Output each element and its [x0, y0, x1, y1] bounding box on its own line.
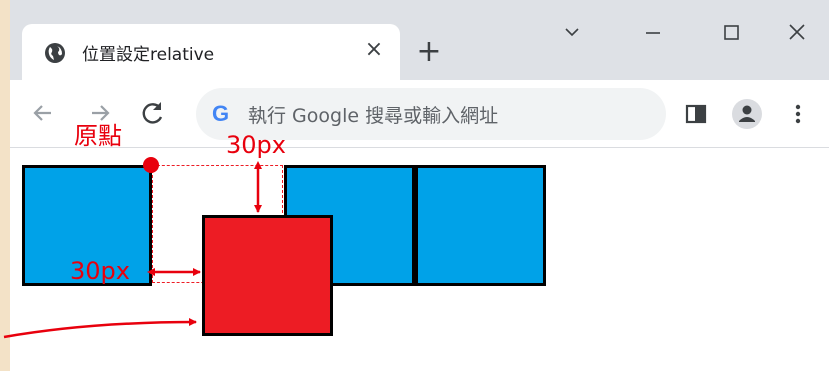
tab-close-icon[interactable]: ×	[364, 37, 384, 62]
address-bar[interactable]: G 執行 Google 搜尋或輸入網址	[196, 88, 666, 140]
page-content	[10, 149, 829, 371]
minimize-icon[interactable]	[633, 16, 673, 50]
more-menu-icon[interactable]	[781, 97, 815, 131]
side-panel-icon[interactable]	[679, 97, 713, 131]
browser-toolbar: G 執行 Google 搜尋或輸入網址	[10, 80, 829, 148]
offset-left-label: 30px	[70, 257, 130, 285]
blue-box-1	[22, 165, 152, 286]
red-relative-box	[202, 215, 333, 336]
close-icon[interactable]	[777, 16, 817, 50]
offset-top-label: 30px	[226, 131, 286, 159]
address-bar-placeholder: 執行 Google 搜尋或輸入網址	[248, 105, 499, 127]
tab-title: 位置設定relative	[82, 45, 215, 65]
pointer-arrow	[3, 318, 197, 339]
google-g-icon: G	[212, 101, 230, 126]
chevron-down-icon[interactable]	[552, 16, 592, 50]
back-arrow-icon[interactable]	[26, 96, 60, 130]
maximize-icon[interactable]	[711, 16, 751, 50]
tab-active[interactable]: 位置設定relative ×	[22, 24, 400, 80]
new-tab-button[interactable]: +	[416, 34, 442, 69]
reload-icon[interactable]	[136, 96, 170, 130]
globe-icon	[44, 42, 66, 64]
profile-avatar-icon[interactable]	[730, 97, 764, 131]
tab-strip: 位置設定relative × +	[10, 0, 829, 80]
origin-dot	[143, 157, 159, 173]
browser-window: 位置設定relative × +	[10, 0, 829, 371]
origin-label: 原點	[74, 122, 122, 150]
forward-arrow-icon[interactable]	[83, 96, 117, 130]
blue-box-4	[415, 165, 546, 286]
